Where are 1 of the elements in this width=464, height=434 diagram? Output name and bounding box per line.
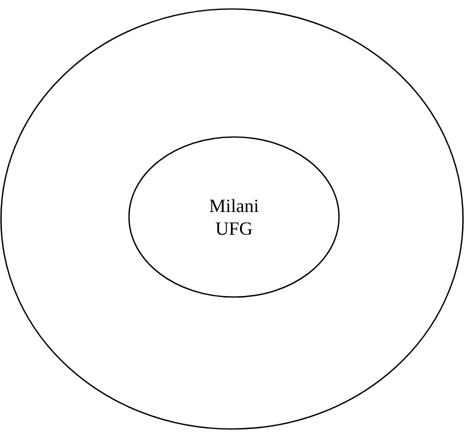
ellipse <box>0 8 464 430</box>
